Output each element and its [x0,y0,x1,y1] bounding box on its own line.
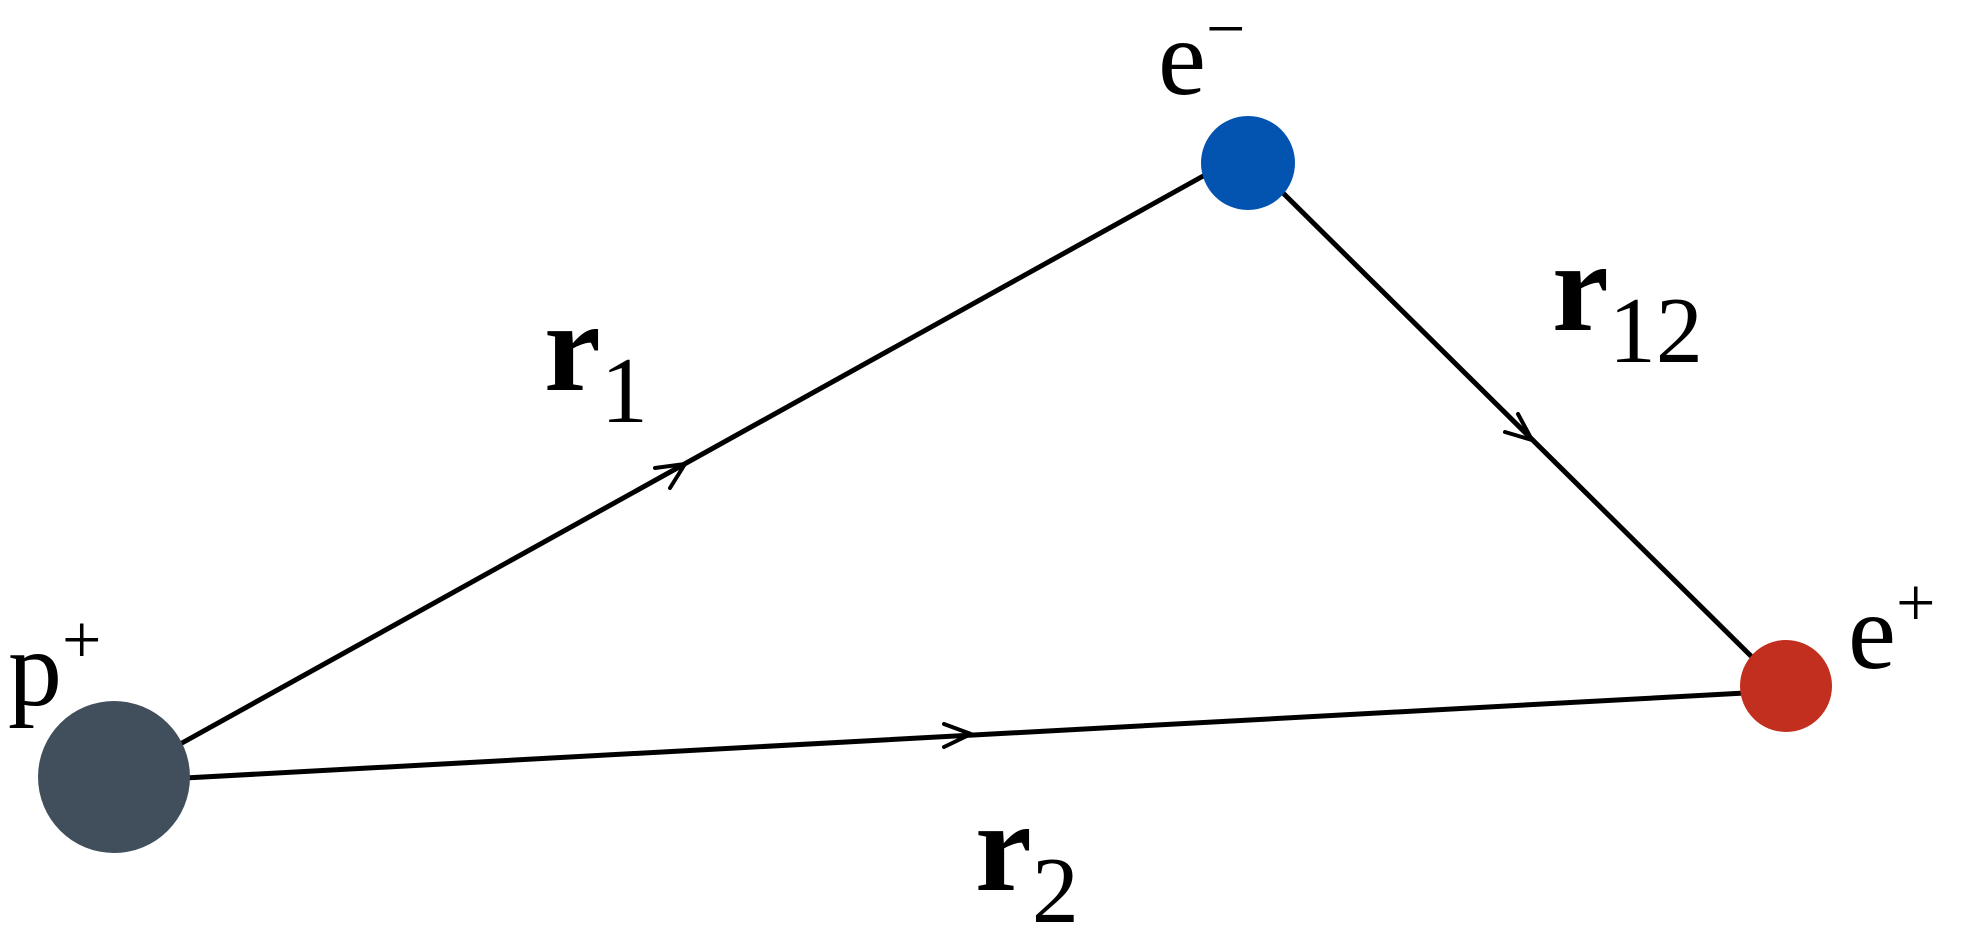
proton-particle [38,701,190,853]
vector-r1-arrowhead [653,462,687,490]
vector-r12-label: r12 [1552,216,1703,383]
electron-particle [1201,116,1295,210]
vector-r2-arrowhead [942,722,973,749]
positron-label: e+ [1848,565,1935,692]
positron-particle [1740,640,1832,732]
vector-r12-line [1277,187,1758,663]
vector-r1-label: r1 [544,276,648,443]
vector-r1-line [179,172,1208,746]
electron-label: e− [1158,0,1245,118]
vector-r2-label: r2 [975,776,1079,943]
proton-label: p+ [8,602,101,729]
vector-r12-arrowhead [1503,412,1534,442]
